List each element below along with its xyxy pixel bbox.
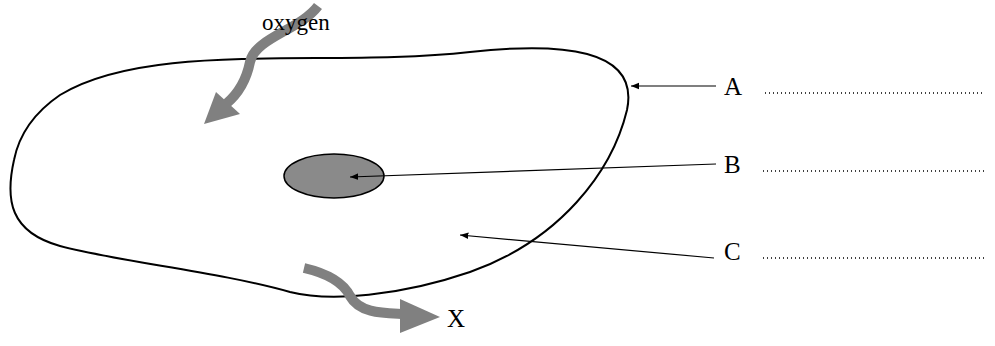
leader-line	[631, 85, 716, 86]
answer-line	[763, 170, 985, 172]
part-letter: B	[724, 151, 741, 179]
leader-line	[460, 235, 714, 258]
leader-line	[350, 164, 716, 177]
part-letter: A	[724, 73, 742, 101]
cell-membrane	[10, 48, 628, 297]
oxygen-arrowhead	[204, 92, 240, 124]
x-arrowhead	[400, 299, 440, 333]
part-letter: C	[724, 238, 741, 266]
substance-label: oxygen	[262, 10, 330, 35]
substance-label: X	[447, 305, 465, 333]
answer-line	[765, 92, 985, 94]
answer-line	[763, 257, 985, 259]
x-arrow	[304, 268, 404, 314]
